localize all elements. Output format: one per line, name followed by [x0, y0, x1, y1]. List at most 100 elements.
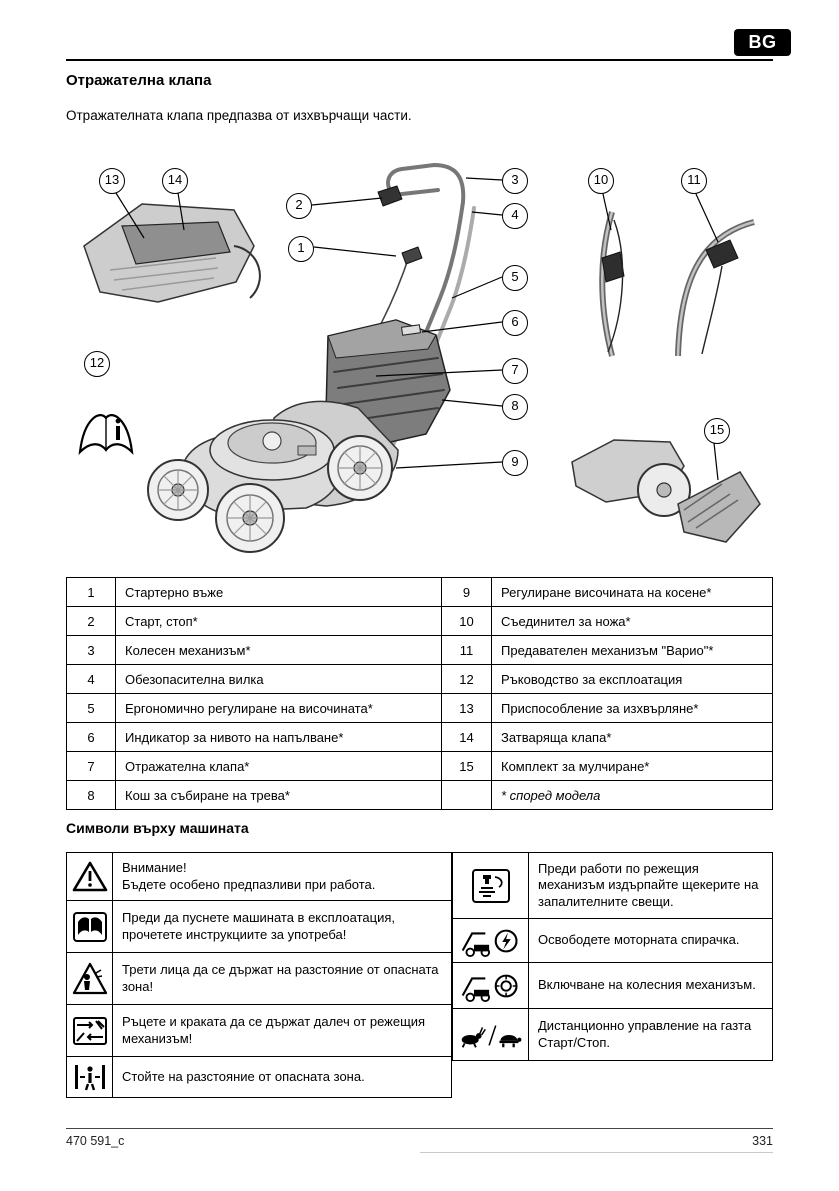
- table-row: 2 Старт, стоп* 10 Съединител за ножа*: [66, 606, 773, 636]
- part-number: 14: [441, 722, 492, 752]
- part-number: 12: [441, 664, 492, 694]
- part-number: 11: [441, 635, 492, 665]
- part-label: Предавателен механизъм "Варио"*: [491, 635, 773, 665]
- part-label: Индикатор за нивото на напълване*: [115, 722, 442, 752]
- symbol-row: Внимание! Бъдете особено предпазливи при…: [66, 852, 452, 901]
- callout-3: 3: [502, 168, 528, 194]
- symbol-text: Освободете моторната спирачка.: [538, 932, 740, 948]
- callout-1: 1: [288, 236, 314, 262]
- tortoise-icon: [499, 1034, 521, 1047]
- callout-2: 2: [286, 193, 312, 219]
- part-number: 9: [441, 577, 492, 607]
- part-number: 7: [66, 751, 116, 781]
- callout-5: 5: [502, 265, 528, 291]
- part-number: 1: [66, 577, 116, 607]
- callout-11: 11: [681, 168, 707, 194]
- part-label: Обезопасителна вилка: [115, 664, 442, 694]
- symbols-table-right: Преди работи по режещия механизъм издърп…: [452, 852, 773, 1061]
- callout-8: 8: [502, 394, 528, 420]
- table-row: 4 Обезопасителна вилка 12 Ръководство за…: [66, 664, 773, 694]
- callout-6: 6: [502, 310, 528, 336]
- symbol-row: Преди да пуснете машината в експлоатация…: [66, 900, 452, 953]
- callout-15: 15: [704, 418, 730, 444]
- callout-4: 4: [502, 203, 528, 229]
- symbol-text: Трети лица да се държат на разстояние от…: [122, 961, 439, 994]
- symbols-heading: Символи върху машината: [66, 820, 249, 836]
- spark-plug-icon: [471, 868, 510, 903]
- symbol-text: Включване на колесния механизъм.: [538, 977, 756, 993]
- part-label: Комплект за мулчиране*: [491, 751, 773, 781]
- part-number: 2: [66, 606, 116, 636]
- part-number: 8: [66, 780, 116, 810]
- part-number: [441, 780, 492, 810]
- part-number: 15: [441, 751, 492, 781]
- part-label: Старт, стоп*: [115, 606, 442, 636]
- table-row: 1 Стартерно въже 9 Регулиране височината…: [66, 577, 773, 607]
- figure: 1 2 3 4 5 6 7 8 9 10 11 12 13 14 15: [66, 150, 773, 572]
- symbol-row: Трети лица да се държат на разстояние от…: [66, 952, 452, 1005]
- parts-table: 1 Стартерно въже 9 Регулиране височината…: [66, 577, 773, 810]
- part-label: Приспособление за изхвърляне*: [491, 693, 773, 723]
- part-label: Стартерно въже: [115, 577, 442, 607]
- part-label: Кош за събиране на трева*: [115, 780, 442, 810]
- symbol-row: Ръцете и краката да се държат далеч от р…: [66, 1004, 452, 1057]
- symbol-row: Стойте на разстояние от опасната зона.: [66, 1056, 452, 1098]
- callout-9: 9: [502, 450, 528, 476]
- page-title: Отражателна клапа: [66, 72, 212, 89]
- throttle-remote-icon: [461, 1024, 521, 1048]
- blade-hazard-icon: [72, 1016, 107, 1045]
- symbol-row: Дистанционно управление на газта Старт/С…: [452, 1008, 773, 1061]
- table-row: 7 Отражателна клапа* 15 Комплект за мулч…: [66, 751, 773, 781]
- symbol-text: Преди да пуснете машината в експлоатация…: [122, 909, 395, 942]
- footer-rule-secondary: [420, 1152, 773, 1153]
- symbol-text: Стойте на разстояние от опасната зона.: [122, 1068, 365, 1084]
- symbol-row: Включване на колесния механизъм.: [452, 962, 773, 1009]
- symbol-text: Бъдете особено предпазливи при работа.: [122, 876, 376, 892]
- symbol-text: Внимание!: [122, 859, 187, 875]
- part-number: 10: [441, 606, 492, 636]
- part-number: 5: [66, 693, 116, 723]
- table-row: 5 Ергономично регулиране на височината* …: [66, 693, 773, 723]
- table-row: 3 Колесен механизъм* 11 Предавателен мех…: [66, 635, 773, 665]
- read-manual-icon: [72, 911, 107, 942]
- footer-doc-code: 470 591_c: [66, 1134, 125, 1148]
- part-number: 3: [66, 635, 116, 665]
- symbol-text: Преди работи по режещия механизъм издърп…: [538, 860, 759, 909]
- part-label: Ергономично регулиране на височината*: [115, 693, 442, 723]
- model-footnote: * според модела: [491, 780, 773, 810]
- wheel-drive-icon: [461, 974, 518, 1002]
- hare-icon: [461, 1026, 486, 1048]
- symbols-table-left: Внимание! Бъдете особено предпазливи при…: [66, 852, 452, 1098]
- table-row: 6 Индикатор за нивото на напълване* 14 З…: [66, 722, 773, 752]
- part-label: Колесен механизъм*: [115, 635, 442, 665]
- motor-brake-icon: [461, 929, 518, 957]
- part-number: 13: [441, 693, 492, 723]
- part-label: Затваряща клапа*: [491, 722, 773, 752]
- callout-10: 10: [588, 168, 614, 194]
- part-number: 6: [66, 722, 116, 752]
- symbol-text: Дистанционно управление на газта Старт/С…: [538, 1017, 752, 1050]
- symbol-row: Преди работи по режещия механизъм издърп…: [452, 852, 773, 919]
- warning-triangle-icon: [72, 861, 107, 891]
- keep-distance-icon: [74, 1065, 105, 1091]
- part-label: Регулиране височината на косене*: [491, 577, 773, 607]
- footer-rule: [66, 1128, 773, 1129]
- symbol-row: Освободете моторната спирачка.: [452, 918, 773, 963]
- table-row: 8 Кош за събиране на трева* * според мод…: [66, 780, 773, 810]
- part-label: Отражателна клапа*: [115, 751, 442, 781]
- footer-page-number: 331: [752, 1134, 773, 1148]
- callout-13: 13: [99, 168, 125, 194]
- part-label: Съединител за ножа*: [491, 606, 773, 636]
- callout-12: 12: [84, 351, 110, 377]
- callout-14: 14: [162, 168, 188, 194]
- bystanders-warning-icon: [72, 962, 107, 994]
- header-rule: [66, 59, 773, 61]
- mower-diagram: [78, 163, 761, 553]
- language-badge: BG: [734, 29, 791, 56]
- part-number: 4: [66, 664, 116, 694]
- intro-text: Отражателната клапа предпазва от изхвърч…: [66, 108, 412, 123]
- callout-7: 7: [502, 358, 528, 384]
- symbol-text: Ръцете и краката да се държат далеч от р…: [122, 1013, 426, 1046]
- manual-book-icon: [78, 414, 134, 456]
